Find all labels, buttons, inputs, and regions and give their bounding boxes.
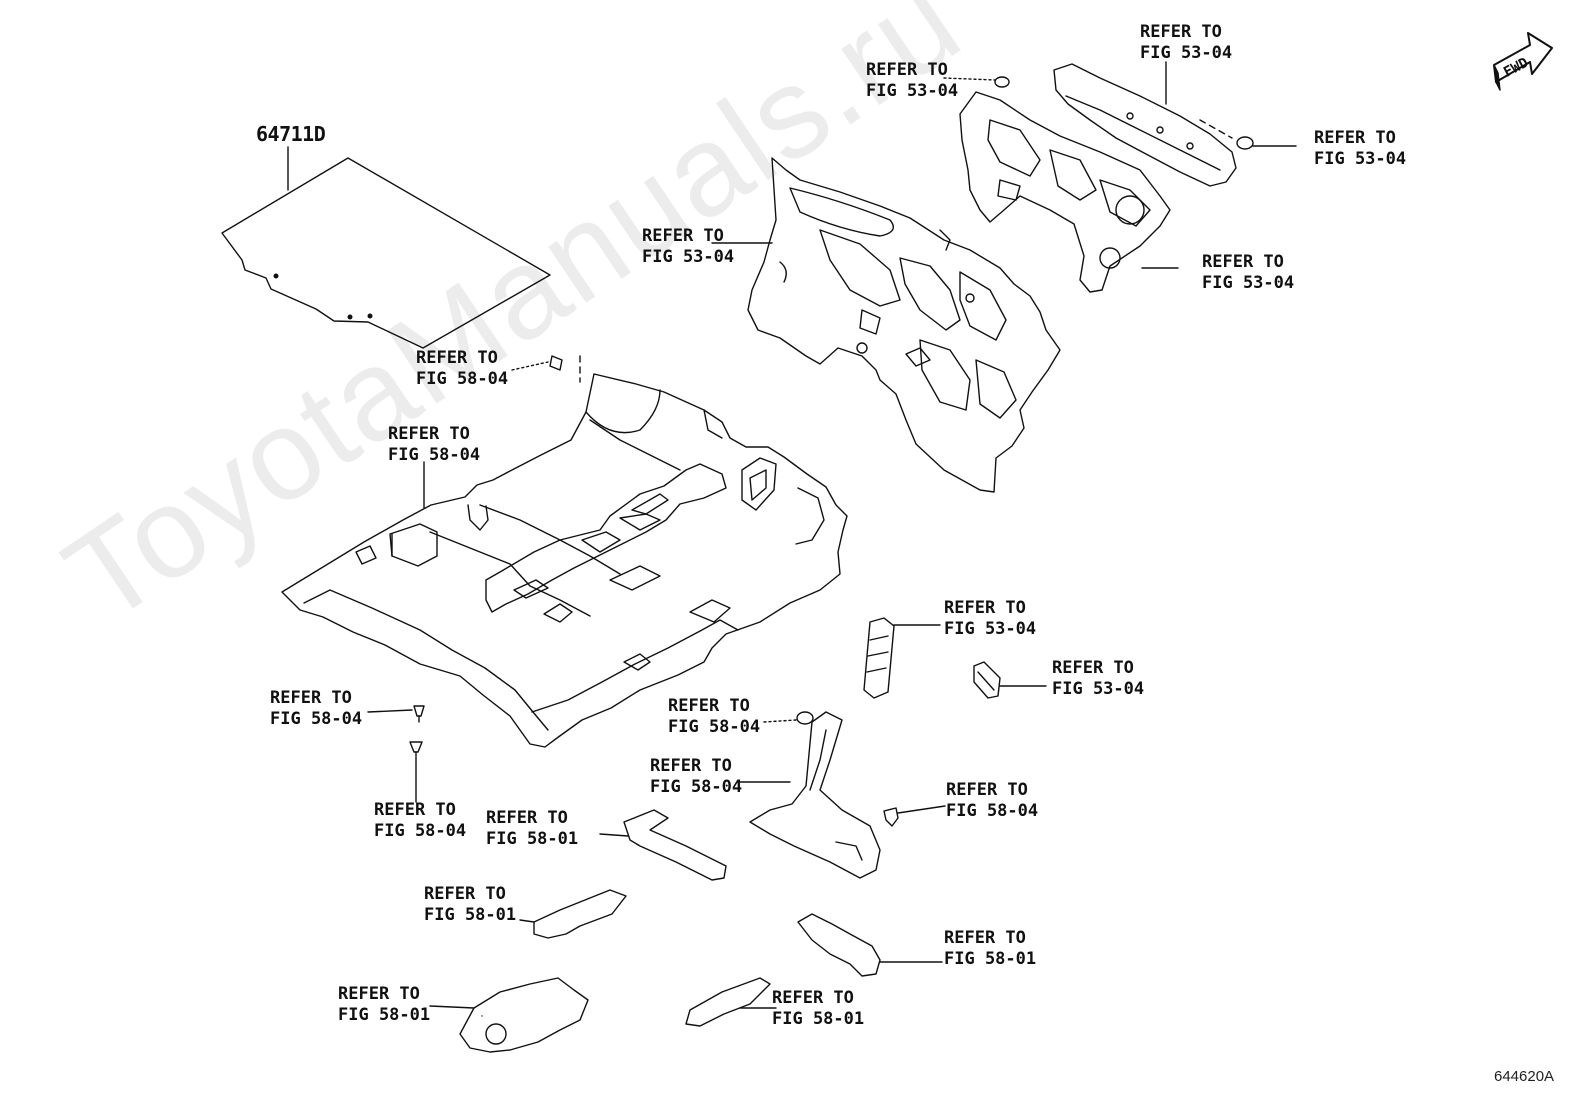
callout-line1: REFER TO bbox=[772, 988, 854, 1008]
diagram-id-label: 644620A bbox=[1494, 1068, 1555, 1085]
callout-line2: FIG 58-04 bbox=[270, 709, 363, 729]
callout-line1: REFER TO bbox=[424, 884, 506, 904]
callout-silencer-rear-right[interactable]: REFER TO FIG 58-01 bbox=[772, 988, 864, 1030]
callout-line1: REFER TO bbox=[270, 688, 352, 708]
callout-line1: REFER TO bbox=[668, 696, 750, 716]
callout-line1: REFER TO bbox=[642, 226, 724, 246]
callout-grommet-rear[interactable]: REFER TO FIG 58-04 bbox=[668, 696, 760, 738]
callout-line2: FIG 53-04 bbox=[1140, 43, 1233, 63]
callout-silencer-right[interactable]: REFER TO FIG 58-01 bbox=[944, 928, 1036, 970]
callout-line1: REFER TO bbox=[866, 60, 948, 80]
callout-line1: REFER TO bbox=[374, 800, 456, 820]
callout-silencer-left[interactable]: REFER TO FIG 58-01 bbox=[424, 884, 516, 926]
dash-insulator-drawing bbox=[711, 157, 1061, 493]
callout-cowl-panel[interactable]: REFER TO FIG 53-04 bbox=[1140, 22, 1232, 64]
callout-upper-dash-panel[interactable]: REFER TO FIG 53-04 bbox=[1202, 252, 1294, 294]
callout-line1: REFER TO bbox=[1202, 252, 1284, 272]
callout-floor-carpet[interactable]: REFER TO FIG 58-04 bbox=[388, 424, 480, 466]
callout-silencer-front[interactable]: REFER TO FIG 58-01 bbox=[486, 808, 578, 850]
callout-line1: REFER TO bbox=[1140, 22, 1222, 42]
callout-line2: FIG 58-01 bbox=[424, 905, 517, 925]
callout-line2: FIG 58-01 bbox=[772, 1009, 865, 1029]
fwd-arrow-icon: FWD bbox=[1493, 32, 1553, 91]
callout-line2: FIG 58-04 bbox=[374, 821, 467, 841]
callout-line2: FIG 58-04 bbox=[946, 801, 1039, 821]
callout-line1: REFER TO bbox=[486, 808, 568, 828]
callout-cowl-clip[interactable]: REFER TO FIG 53-04 bbox=[1314, 128, 1406, 170]
cross-member-pad-drawing bbox=[737, 711, 881, 879]
part-number-label[interactable]: 64711D bbox=[256, 122, 326, 146]
floor-carpet-drawing bbox=[281, 355, 848, 748]
pads-drawing bbox=[863, 617, 1047, 699]
callout-line2: FIG 58-01 bbox=[944, 949, 1037, 969]
callout-line2: FIG 58-04 bbox=[650, 777, 743, 797]
callout-line2: FIG 53-04 bbox=[1314, 149, 1407, 169]
callout-line2: FIG 58-01 bbox=[338, 1005, 431, 1025]
callout-line1: REFER TO bbox=[416, 348, 498, 368]
upper-dash-panel-drawing bbox=[959, 91, 1179, 293]
part-64711d-drawing bbox=[221, 146, 551, 349]
callout-line2: FIG 53-04 bbox=[1202, 273, 1295, 293]
callout-line1: REFER TO bbox=[388, 424, 470, 444]
callout-line2: FIG 53-04 bbox=[1052, 679, 1145, 699]
callout-dash-insulator[interactable]: REFER TO FIG 53-04 bbox=[642, 226, 734, 268]
silencer-pads-drawing bbox=[429, 809, 943, 1053]
callout-line1: REFER TO bbox=[944, 928, 1026, 948]
callout-clip-upper[interactable]: REFER TO FIG 58-04 bbox=[270, 688, 362, 730]
cowl-panel-drawing bbox=[1053, 61, 1237, 187]
clips-drawing bbox=[367, 76, 1297, 827]
callout-cross-member-pad[interactable]: REFER TO FIG 58-04 bbox=[650, 756, 742, 798]
callout-clip-lower[interactable]: REFER TO FIG 58-04 bbox=[374, 800, 466, 842]
callout-line2: FIG 58-04 bbox=[388, 445, 481, 465]
callout-pad-tall[interactable]: REFER TO FIG 53-04 bbox=[944, 598, 1036, 640]
callout-line1: REFER TO bbox=[338, 984, 420, 1004]
callout-silencer-rear-left[interactable]: REFER TO FIG 58-01 bbox=[338, 984, 430, 1026]
callout-line2: FIG 58-01 bbox=[486, 829, 579, 849]
callout-line1: REFER TO bbox=[1314, 128, 1396, 148]
callout-line2: FIG 53-04 bbox=[866, 81, 959, 101]
callout-line1: REFER TO bbox=[946, 780, 1028, 800]
callout-line2: FIG 53-04 bbox=[944, 619, 1037, 639]
callout-pad-clip[interactable]: REFER TO FIG 58-04 bbox=[946, 780, 1038, 822]
callout-line1: REFER TO bbox=[1052, 658, 1134, 678]
callout-carpet-clip[interactable]: REFER TO FIG 58-04 bbox=[416, 348, 508, 390]
callout-line2: FIG 58-04 bbox=[668, 717, 761, 737]
callout-line2: FIG 53-04 bbox=[642, 247, 735, 267]
callout-pad-small[interactable]: REFER TO FIG 53-04 bbox=[1052, 658, 1144, 700]
callout-line1: REFER TO bbox=[944, 598, 1026, 618]
callout-line1: REFER TO bbox=[650, 756, 732, 776]
callout-line2: FIG 58-04 bbox=[416, 369, 509, 389]
callout-cowl-grommet[interactable]: REFER TO FIG 53-04 bbox=[866, 60, 958, 102]
